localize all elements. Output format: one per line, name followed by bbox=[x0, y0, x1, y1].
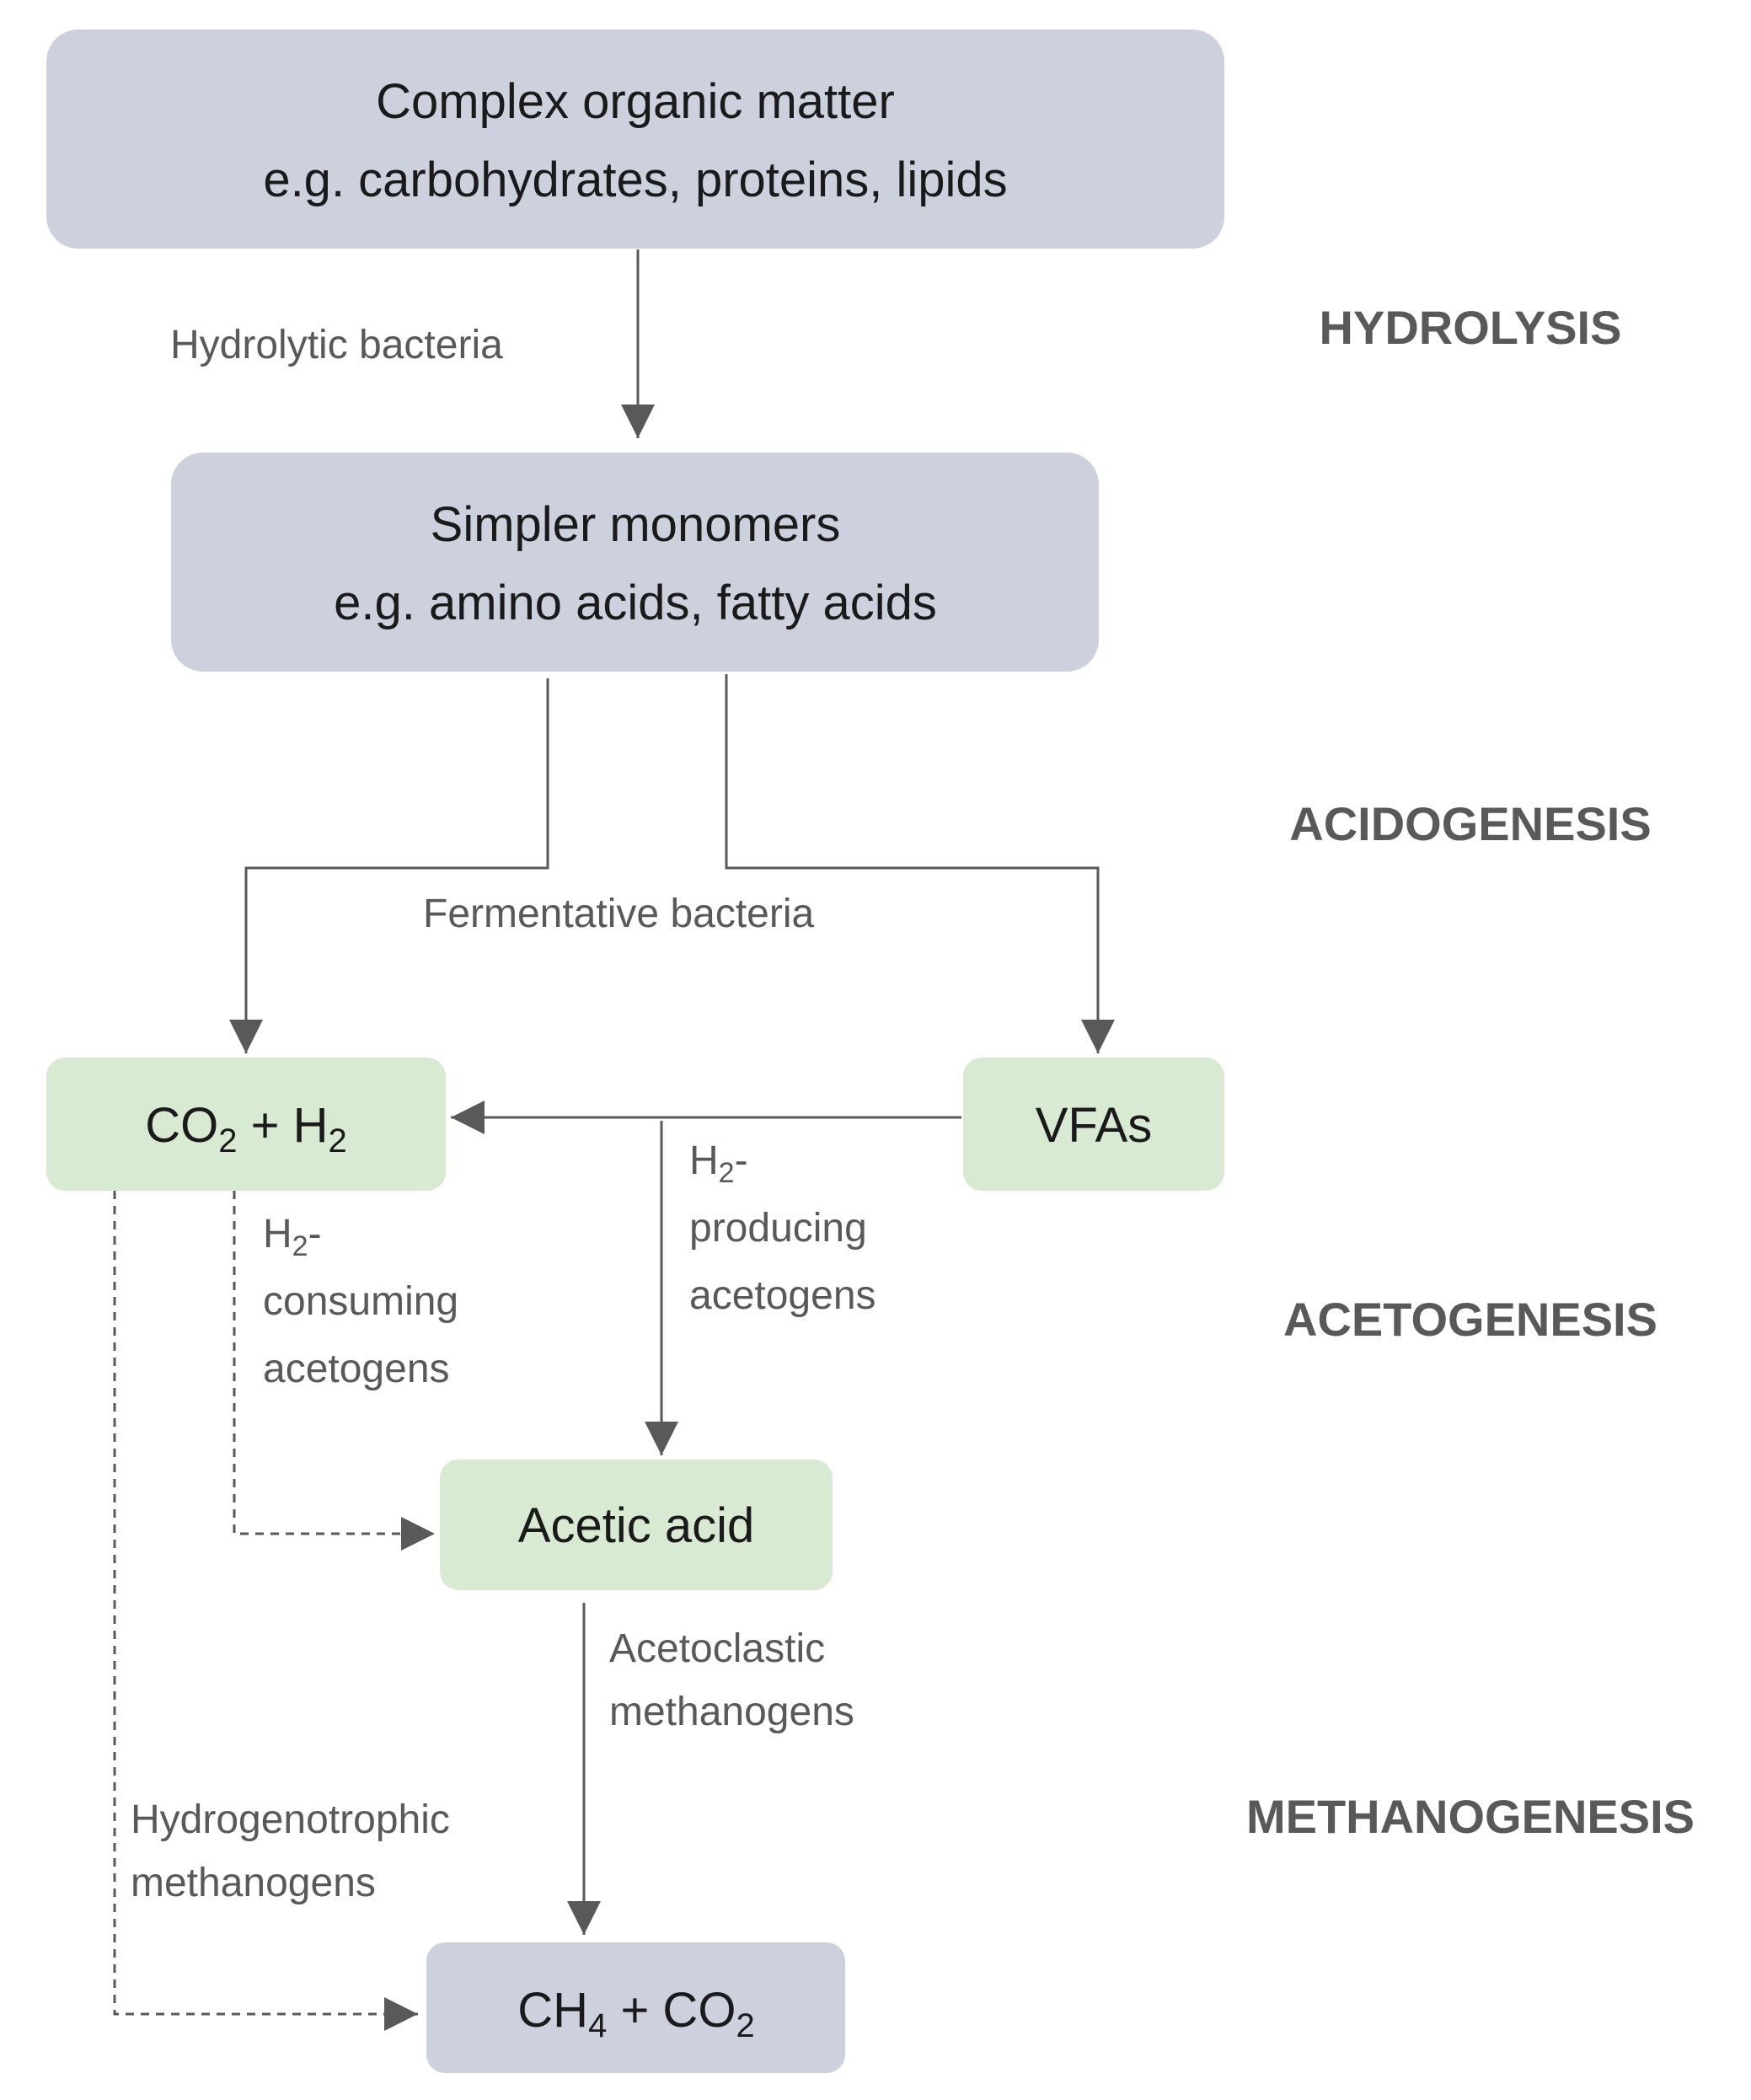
hydrogenotrophic-methanogens-label: Hydrogenotrophic bbox=[131, 1797, 450, 1842]
vfas-box bbox=[963, 1058, 1224, 1191]
simpler-monomers-title: Simpler monomers bbox=[431, 497, 841, 552]
stage-methanogenesis: METHANOGENESIS bbox=[1246, 1790, 1695, 1843]
stage-hydrolysis: HYDROLYSIS bbox=[1320, 301, 1622, 354]
complex-organic-matter-box bbox=[46, 29, 1224, 249]
h2-producing-acetogens-label-line3: acetogens bbox=[689, 1273, 876, 1318]
simpler-monomers-box bbox=[171, 453, 1099, 672]
simpler-monomers-examples: e.g. amino acids, fatty acids bbox=[334, 576, 937, 630]
h2-producing-acetogens-label-line2: producing bbox=[689, 1206, 867, 1251]
ch4-co2-label: CH4 + CO2 bbox=[517, 1983, 754, 2044]
co2-h2-to-acetic-acid-arrow bbox=[233, 1191, 435, 1551]
hydrolytic-bacteria-label: Hydrolytic bacteria bbox=[170, 323, 503, 367]
complex-organic-matter-title: Complex organic matter bbox=[376, 74, 895, 129]
acetic-acid-box bbox=[440, 1460, 833, 1590]
monomers-to-vfas-arrow bbox=[725, 674, 1115, 1053]
vfas-label: VFAs bbox=[1036, 1098, 1153, 1153]
ch4-co2-box bbox=[426, 1942, 845, 2073]
stage-acetogenesis: ACETOGENESIS bbox=[1283, 1293, 1657, 1346]
monomers-to-co2-h2-arrow bbox=[229, 678, 549, 1053]
h2-consuming-acetogens-label-line2: consuming bbox=[263, 1279, 458, 1324]
co2-h2-to-ch4-co2-arrow bbox=[113, 1191, 418, 2031]
co2-h2-box bbox=[46, 1058, 446, 1191]
complex-organic-matter-examples: e.g. carbohydrates, proteins, lipids bbox=[263, 153, 1007, 207]
co2-h2-label: CO2 + H2 bbox=[145, 1098, 347, 1160]
h2-producing-acetogens-label: H2- bbox=[689, 1138, 748, 1189]
hydrogenotrophic-methanogens-label-line2: methanogens bbox=[131, 1861, 376, 1905]
stage-acidogenesis: ACIDOGENESIS bbox=[1289, 797, 1651, 850]
h2-consuming-acetogens-label-line3: acetogens bbox=[263, 1347, 450, 1391]
h2-consuming-acetogens-label: H2- bbox=[263, 1212, 322, 1262]
acetic-acid-label: Acetic acid bbox=[518, 1498, 754, 1553]
fermentative-bacteria-label: Fermentative bacteria bbox=[423, 892, 815, 936]
acetoclastic-methanogens-label: Acetoclastic bbox=[609, 1626, 825, 1671]
acetoclastic-methanogens-label-line2: methanogens bbox=[609, 1690, 854, 1734]
